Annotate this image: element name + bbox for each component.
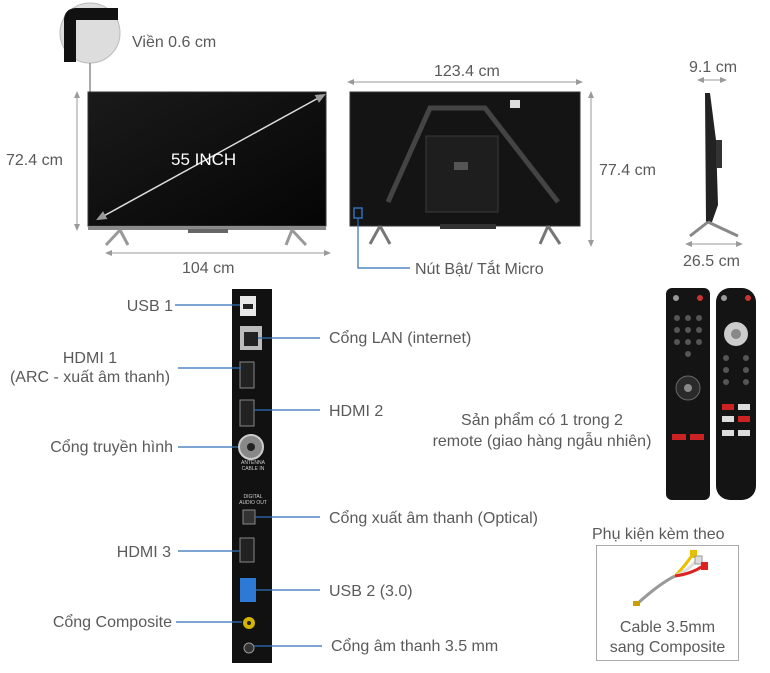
power-button-label: Nút Bật/ Tắt Micro xyxy=(415,261,544,278)
tv-width-label: 104 cm xyxy=(182,260,235,277)
tv-height-label: 72.4 cm xyxy=(6,152,63,169)
accessory-title: Phụ kiện kèm theo xyxy=(592,526,725,543)
remote-note: Sản phẩm có 1 trong 2 remote (giao hàng … xyxy=(432,412,652,450)
port-hdmi1-label: HDMI 1 (ARC - xuất âm thanh) xyxy=(9,350,171,386)
accessory-box: Cable 3.5mm sang Composite xyxy=(596,545,739,661)
port-lan-label: Cổng LAN (internet) xyxy=(329,330,472,347)
remote-voice xyxy=(716,288,756,500)
port-panel xyxy=(232,289,272,663)
composite-cable-icon xyxy=(633,550,708,606)
back-height-label: 77.4 cm xyxy=(599,162,656,179)
panel-antenna-mark: ANTENNA CABLE IN xyxy=(241,460,265,472)
port-hdmi3-label: HDMI 3 xyxy=(116,544,171,561)
depth-stand-label: 26.5 cm xyxy=(683,253,740,270)
bezel-label: Viền 0.6 cm xyxy=(132,34,217,51)
tv-back xyxy=(349,91,581,245)
port-usb1-label: USB 1 xyxy=(126,298,173,315)
depth-top-label: 9.1 cm xyxy=(689,59,738,76)
port-antenna-label: Cổng truyền hình xyxy=(50,439,173,456)
panel-optical-mark: DIGITAL AUDIO OUT xyxy=(239,494,267,506)
port-composite-label: Cổng Composite xyxy=(52,614,172,631)
port-hdmi2-label: HDMI 2 xyxy=(329,403,384,420)
port-audio35-label: Cổng âm thanh 3.5 mm xyxy=(331,638,499,655)
tv-side xyxy=(689,93,739,238)
diagonal-label: 55 INCH xyxy=(171,150,237,169)
accessory-item: Cable 3.5mm sang Composite xyxy=(609,619,726,656)
back-width-label: 123.4 cm xyxy=(434,63,500,80)
right-leaders xyxy=(254,337,322,647)
remote-standard xyxy=(666,288,710,500)
port-usb2-label: USB 2 (3.0) xyxy=(329,583,413,600)
bezel-zoom xyxy=(59,2,121,92)
tv-front xyxy=(87,91,327,247)
port-optical-label: Cổng xuất âm thanh (Optical) xyxy=(329,510,538,527)
left-leaders xyxy=(175,304,242,623)
